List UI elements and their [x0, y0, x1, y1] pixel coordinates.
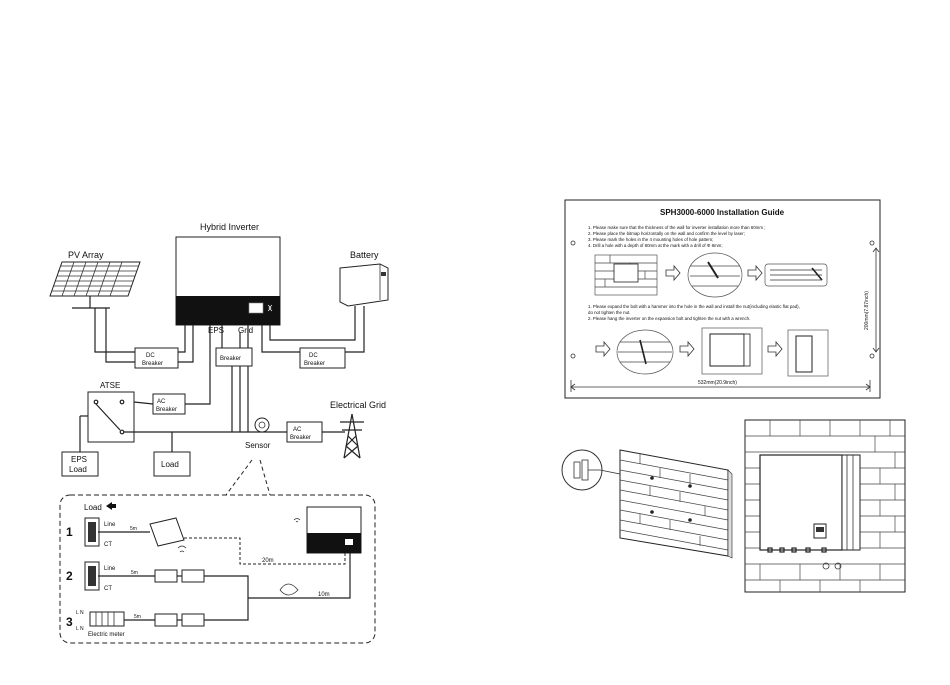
sensor-module-2 [154, 569, 178, 583]
wifi-sensor-device [149, 517, 185, 547]
option-3-ln-top: L N [76, 610, 84, 616]
option-3-dist: 5m [134, 614, 141, 620]
electric-meter [89, 611, 125, 627]
guide-step-images-row2 [595, 327, 829, 377]
guide-step-b2: do not tighten the nut. [588, 310, 630, 315]
guide-step-a2: 2. Please place the bitmap horizontally … [588, 231, 745, 236]
option-1-ct-label: CT [104, 542, 112, 548]
network-cable [279, 583, 299, 596]
hybrid-inverter: Hybrid Inverter EPS Grid [175, 222, 281, 335]
sensor-ring [254, 417, 270, 433]
dc-breaker-left-l2: Breaker [142, 361, 163, 367]
system-diagram: PV Array Hybrid Inverter EPS Grid [49, 222, 389, 496]
guide-title: SPH3000-6000 Installation Guide [660, 208, 785, 217]
electrical-grid-tower: Electrical Grid [330, 400, 386, 459]
atse-box [87, 391, 135, 443]
load-label: Load [161, 460, 179, 469]
dist-20m: 20m [262, 558, 274, 564]
option-2-ct-label: CT [104, 586, 112, 592]
grid-port-label: Grid [238, 326, 253, 335]
guide-step-images-row1 [594, 252, 828, 298]
dc-breaker-right [299, 347, 346, 369]
breaker-mid [215, 347, 253, 367]
ac-breaker-right [286, 421, 323, 443]
sensor-detail-load-label: Load [84, 503, 102, 512]
sensor-detail-panel: Load 1 Line CT 5m 2 Line CT 5m 3 L N L N… [59, 494, 376, 644]
atse-label: ATSE [100, 381, 120, 390]
eps-port-label: EPS [208, 326, 224, 335]
option-1-line-label: Line [104, 522, 116, 528]
breaker-mid-label: Breaker [220, 356, 241, 362]
battery-label: Battery [350, 250, 379, 260]
option-3-ln-bottom: L N [76, 626, 84, 632]
pv-array: PV Array [49, 250, 141, 309]
guide-step-b1: 1. Please expand the bolt with a hammer … [588, 304, 800, 309]
guide-step-a4: 4. Drill a hole with a depth of 80mm at … [588, 243, 723, 248]
ac-breaker-left [152, 393, 186, 415]
option-3-number: 3 [66, 615, 73, 629]
option-2-line-label: Line [104, 566, 116, 572]
sensor-label: Sensor [245, 441, 271, 450]
option-1-dist: 5m [130, 526, 137, 532]
option-2-number: 2 [66, 569, 73, 583]
ac-breaker-right-l1: AC [293, 427, 302, 433]
ac-breaker-left-l2: Breaker [156, 407, 177, 413]
wall-mounted-inverter [744, 419, 906, 593]
bolt-wall-illustration [561, 449, 733, 559]
sensor-module-2b [181, 569, 205, 583]
dist-10m: 10m [318, 592, 330, 598]
dc-breaker-left-l1: DC [146, 353, 155, 359]
dc-breaker-right-l1: DC [309, 353, 318, 359]
battery: Battery [339, 250, 389, 307]
option-1-number: 1 [66, 525, 73, 539]
eps-load-l2: Load [69, 465, 87, 474]
guide-step-a3: 3. Please mark the holes in the 4 mounti… [588, 237, 713, 242]
guide-step-a1: 1. Please make sure that the thickness o… [588, 225, 765, 230]
option-2-dist: 5m [131, 570, 138, 576]
hybrid-inverter-label: Hybrid Inverter [200, 222, 259, 232]
ac-breaker-right-l2: Breaker [290, 435, 311, 441]
installation-guide: SPH3000-6000 Installation Guide 1. Pleas… [564, 199, 881, 399]
electric-meter-label: Electric meter [88, 632, 125, 638]
electrical-grid-label: Electrical Grid [330, 400, 386, 410]
eps-load-l1: EPS [71, 455, 87, 464]
guide-step-b3: 2. Please hang the inverter on the expan… [588, 316, 750, 321]
load-box [153, 451, 191, 477]
pv-array-label: PV Array [68, 250, 104, 260]
eps-load-box [61, 451, 99, 477]
ac-breaker-left-l1: AC [157, 399, 166, 405]
dc-breaker-left [134, 347, 179, 369]
mini-inverter [293, 506, 362, 554]
guide-width-dimension: 532mm(20.9inch) [698, 380, 737, 386]
inverter-display [248, 302, 264, 314]
sensor-module-3b [181, 613, 205, 627]
sensor-module-3 [154, 613, 178, 627]
guide-height-dimension: 200mm(7.87inch) [864, 291, 870, 330]
dc-breaker-right-l2: Breaker [304, 361, 325, 367]
